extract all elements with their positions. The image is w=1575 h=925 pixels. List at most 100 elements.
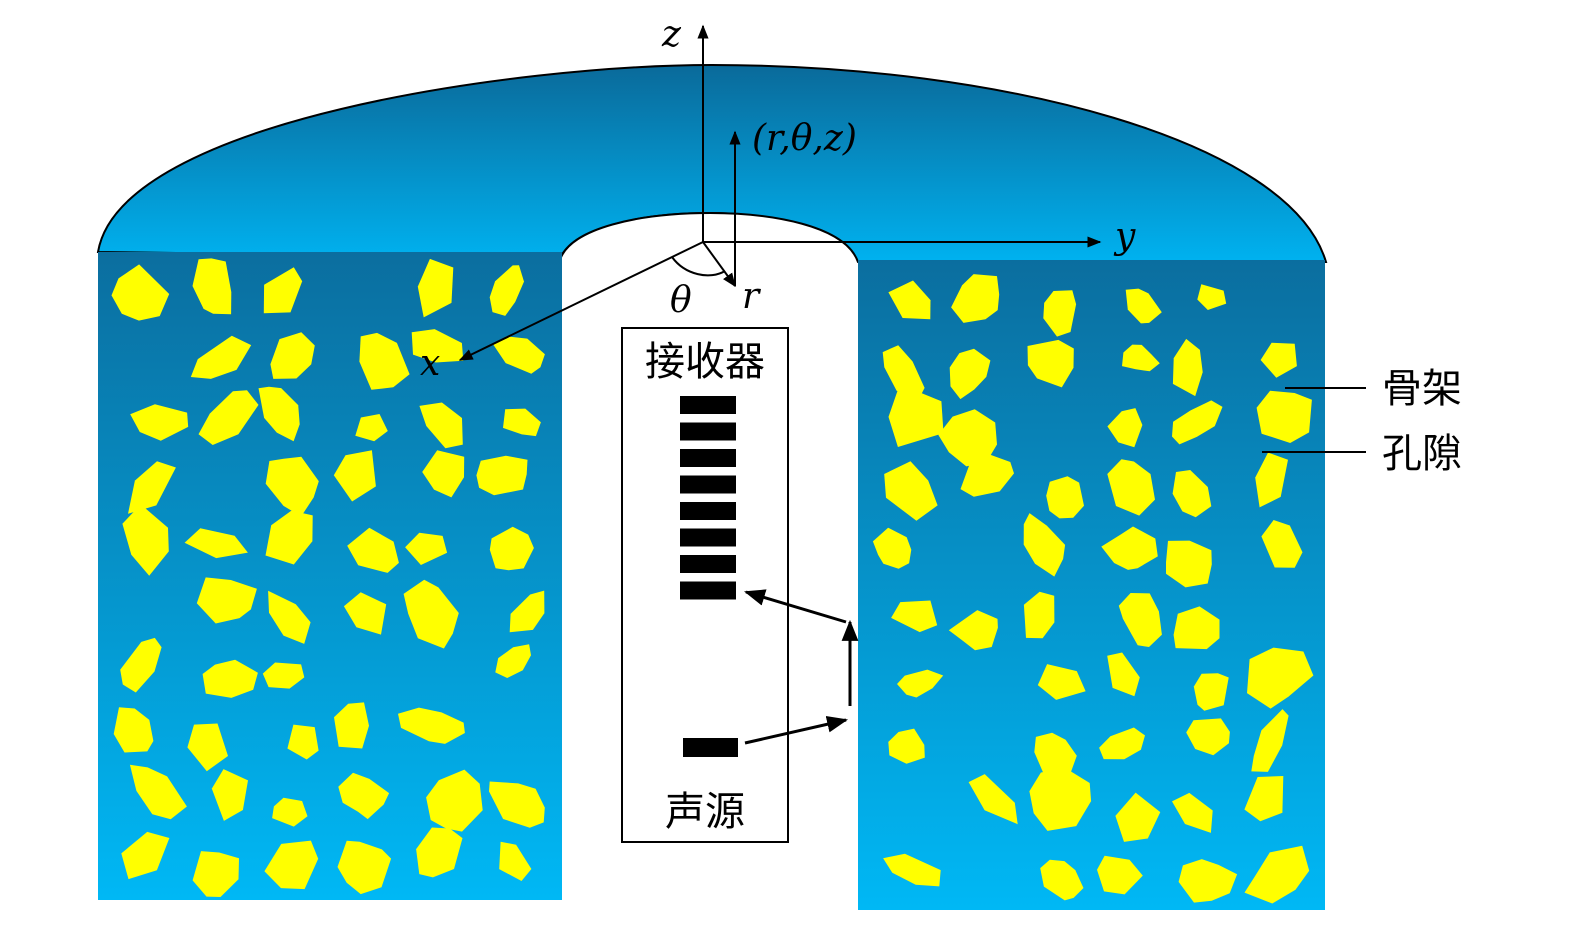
source-label: 声源 xyxy=(665,789,745,835)
pore-grain xyxy=(268,590,311,644)
pore-grain xyxy=(951,274,1000,323)
pore-grain xyxy=(888,728,925,764)
pore-grain xyxy=(184,528,248,559)
pore-grain xyxy=(419,402,463,449)
receiver-element xyxy=(680,475,736,494)
pore-grain xyxy=(1256,390,1312,443)
z-axis-label: z xyxy=(661,14,682,55)
pore-grain xyxy=(1046,476,1084,519)
pore-grain xyxy=(949,348,991,400)
receiver-element xyxy=(680,528,736,547)
pore-grain xyxy=(1172,470,1212,518)
receiver-element xyxy=(680,502,736,520)
pore-grain xyxy=(1244,845,1310,904)
r-vector xyxy=(702,241,736,288)
pore-grain xyxy=(198,390,259,445)
pore-grain xyxy=(403,579,459,649)
pore-grain xyxy=(1172,338,1203,397)
pore-grain xyxy=(503,408,541,437)
pore-grain xyxy=(122,504,169,576)
pore-grain xyxy=(270,332,315,379)
pore-grain xyxy=(113,707,154,753)
pore-grain xyxy=(509,590,545,633)
pore-grain xyxy=(1186,718,1230,756)
pore-grain xyxy=(1197,284,1227,310)
pore-grain xyxy=(1029,768,1092,831)
pore-grain xyxy=(968,774,1018,825)
pore-grain xyxy=(1261,520,1303,568)
theta-arc xyxy=(671,256,726,277)
pore-grain xyxy=(347,527,399,573)
pore-grain xyxy=(1251,709,1289,772)
point-label: (r,θ,z) xyxy=(752,118,857,159)
pore-grain xyxy=(948,610,998,651)
pore-grain xyxy=(1166,540,1212,588)
pore-grain xyxy=(120,637,162,693)
pore-grain xyxy=(884,461,938,521)
y-axis-label: y xyxy=(1113,216,1136,257)
pore-grain xyxy=(121,831,170,880)
receiver-element xyxy=(680,581,736,600)
pore-grain xyxy=(489,526,534,571)
source-element xyxy=(683,738,738,757)
pore-grain xyxy=(938,409,997,467)
pore-grain xyxy=(888,280,931,320)
pore-grain xyxy=(1172,400,1223,445)
pore-grain xyxy=(1097,855,1143,895)
pore-grain xyxy=(1115,792,1161,842)
receiver-label: 接收器 xyxy=(645,339,765,385)
pore-grain xyxy=(111,264,170,321)
pore-grain xyxy=(897,669,944,698)
pore-grain xyxy=(130,404,189,441)
pore-grain xyxy=(422,450,465,498)
pore-group xyxy=(111,258,1314,904)
pore-grain xyxy=(262,662,305,689)
pore-grain xyxy=(499,841,532,881)
pore-grain xyxy=(426,769,483,832)
formation-right-block xyxy=(858,260,1325,910)
receiver-element xyxy=(680,396,736,414)
pore-grain xyxy=(192,258,232,315)
wave-path-in xyxy=(743,589,847,624)
borehole-opening xyxy=(559,211,859,263)
pore-grain xyxy=(333,450,376,502)
pore-grain xyxy=(1023,513,1066,577)
pore-grain xyxy=(872,527,912,569)
pore-grain xyxy=(1107,459,1155,516)
pore-grain xyxy=(190,335,252,379)
x-axis xyxy=(458,241,704,361)
pore-grain xyxy=(1172,792,1213,833)
pore-grain xyxy=(334,702,369,749)
pore-grain xyxy=(1107,408,1143,448)
pore-grain xyxy=(495,644,531,678)
pore-grain xyxy=(337,840,392,895)
pore-grain xyxy=(1247,647,1314,709)
theta-label: θ xyxy=(670,280,692,321)
pore-grain xyxy=(476,455,528,496)
pore-label: 孔隙 xyxy=(1382,431,1462,477)
pore-grain xyxy=(405,532,448,565)
pore-grain xyxy=(416,827,463,878)
pore-grain xyxy=(1043,290,1077,337)
pore-grain xyxy=(264,840,319,890)
pore-grain xyxy=(192,851,239,897)
pore-grain xyxy=(1260,342,1297,378)
pore-grain xyxy=(1037,664,1086,700)
pore-grain xyxy=(355,414,388,442)
receiver-array xyxy=(680,396,736,600)
pore-grain xyxy=(196,577,257,624)
pore-grain xyxy=(187,723,228,772)
pore-grain xyxy=(1023,591,1055,639)
pore-grain xyxy=(493,336,545,374)
pore-grain xyxy=(1122,344,1160,372)
pore-grain xyxy=(489,781,545,828)
pore-grain xyxy=(265,456,319,517)
pore-grain xyxy=(1107,652,1140,697)
pore-grain xyxy=(1040,859,1084,901)
pore-grain xyxy=(359,332,410,390)
pore-grain xyxy=(1125,288,1162,324)
receiver-element xyxy=(680,555,736,573)
pore-grain xyxy=(1118,593,1162,647)
